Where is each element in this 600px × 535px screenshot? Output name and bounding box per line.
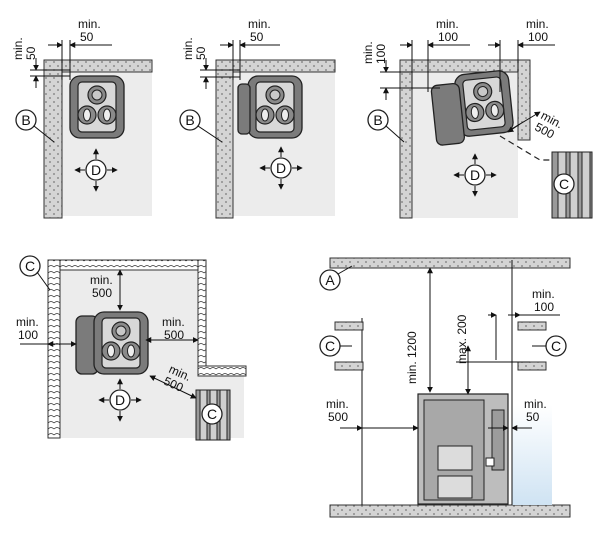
label-d: D xyxy=(115,392,125,408)
callout-b-circle xyxy=(179,109,201,131)
label-d: D xyxy=(470,167,480,183)
step-wall-wood xyxy=(197,365,247,377)
leader-line xyxy=(385,125,405,143)
label-c: C xyxy=(551,338,561,354)
left-wall xyxy=(215,59,234,219)
label-d: D xyxy=(91,162,101,178)
heater-front-icon xyxy=(247,75,303,139)
dim-label-min50-side: min.50 xyxy=(11,37,38,60)
glass-panel xyxy=(512,405,552,505)
label-c: C xyxy=(325,338,335,354)
clearance-dashed-line xyxy=(499,135,575,161)
panel-4-wood-wall-clearances: C D min.500 min.500 min.100 min.500 C xyxy=(16,255,247,441)
dim-arrow-bench xyxy=(149,375,197,399)
leader-line xyxy=(197,125,223,143)
heater-side-elevation xyxy=(417,393,509,505)
dim-label-min50-top: min.50 xyxy=(248,17,271,44)
callout-a-circle xyxy=(319,269,341,291)
dim-label-min1200: min. 1200 xyxy=(405,331,419,384)
bench-edge xyxy=(334,321,364,331)
dim-label-min100-bench: min.100 xyxy=(532,287,555,314)
dim-label-min100-top-left: min.100 xyxy=(436,17,459,44)
dim-label-min500-right: min.500 xyxy=(162,315,185,342)
leader-line xyxy=(337,265,353,275)
dim-label-min500-top: min.500 xyxy=(90,273,113,300)
left-wall xyxy=(399,59,413,219)
ceiling xyxy=(329,257,571,269)
callout-b-circle xyxy=(15,109,37,131)
leader-line xyxy=(33,125,55,143)
dim-label-max200: max. 200 xyxy=(455,314,469,364)
label-c: C xyxy=(25,258,35,274)
callout-c-circle xyxy=(201,403,223,425)
top-wall-wood xyxy=(47,259,207,271)
heater-angled-icon xyxy=(430,69,515,146)
callout-c-circle xyxy=(553,173,575,195)
dim-label-min50-top: min.50 xyxy=(78,17,101,44)
panel-5-side-elevation: min. 1200 max. 200 min.500 min.50 min.10… xyxy=(319,257,571,518)
left-wall-wood xyxy=(47,259,61,439)
label-b: B xyxy=(373,112,382,128)
right-wall xyxy=(517,59,531,141)
label-b: B xyxy=(185,112,194,128)
floor xyxy=(329,504,571,518)
label-c: C xyxy=(207,406,217,422)
panel-2-corner-min50: D min.50 min.50 B xyxy=(179,17,336,219)
dim-label-min100-top-right: min.100 xyxy=(526,17,549,44)
label-b: B xyxy=(21,112,30,128)
heater-side-icon xyxy=(237,83,251,135)
callout-b-circle xyxy=(367,109,389,131)
callout-c-circle xyxy=(19,255,41,277)
label-a: A xyxy=(325,272,335,288)
bench-edge xyxy=(517,321,547,331)
dim-label-min500-side: min.500 xyxy=(326,397,349,424)
top-wall xyxy=(399,59,531,73)
left-wall xyxy=(43,59,63,219)
panel-1-corner-min50: D min.50 min.50 B xyxy=(11,17,153,219)
bench-edge xyxy=(334,361,364,371)
dim-label-min100-side: min.100 xyxy=(361,41,388,64)
dim-label-min50-side: min.50 xyxy=(181,37,208,60)
dim-arrow xyxy=(507,123,521,133)
bench-edge xyxy=(517,361,547,371)
label-d: D xyxy=(276,160,286,176)
leader-line xyxy=(36,271,51,291)
right-wall-wood xyxy=(197,259,207,369)
dim-label-min100-left: min.100 xyxy=(16,315,39,342)
heater-front-icon xyxy=(69,75,125,139)
heater-with-side-icon xyxy=(75,311,149,375)
dim-label-min50-side: min.50 xyxy=(524,397,547,424)
label-c: C xyxy=(559,176,569,192)
panel-3-corner-min100-bench: C D min.100 min.100 min.100 min.500 B xyxy=(361,17,593,219)
